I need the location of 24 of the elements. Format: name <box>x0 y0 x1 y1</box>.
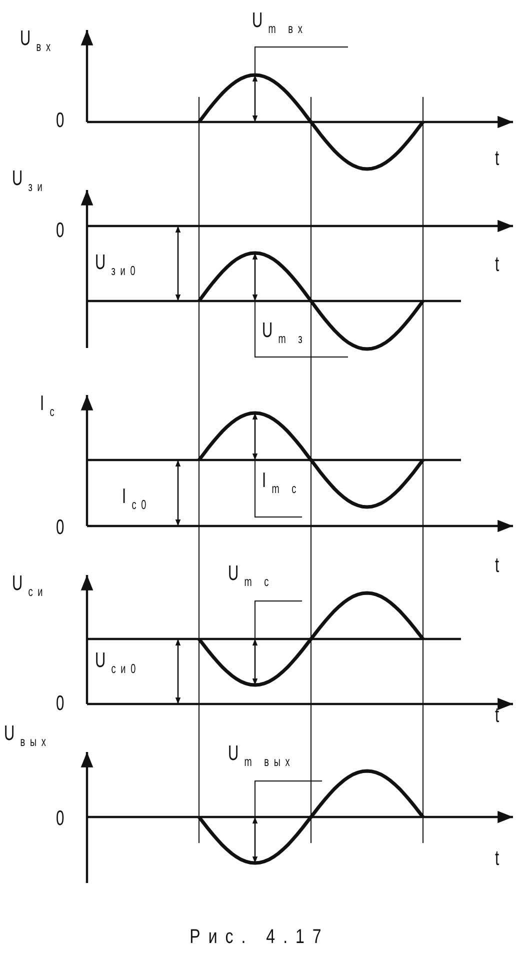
axis-label: I$_{с0}$ <box>122 486 152 507</box>
axis-label: t <box>495 848 500 869</box>
axis-label: t <box>495 555 500 576</box>
axis-label: U$_{вых}$ <box>4 723 51 744</box>
axis-label: 0 <box>56 808 64 829</box>
axis-label: U$_{зи0}$ <box>95 252 140 273</box>
axis-label: U$_{вх}$ <box>20 28 56 49</box>
axis-label: U$_{си}$ <box>12 573 48 594</box>
figure-caption: Рис. 4.17 <box>188 926 330 949</box>
axis-label: 0 <box>56 693 64 714</box>
axis-label: t <box>495 705 500 726</box>
axis-label: 0 <box>56 220 64 241</box>
axis-label: I$_{m с}$ <box>262 470 302 491</box>
axis-label: U$_{m вх}$ <box>252 10 308 31</box>
axis-label: U$_{m з}$ <box>262 320 308 341</box>
axis-label: t <box>495 148 500 169</box>
axis-label: U$_{m с}$ <box>228 563 274 584</box>
axis-label: U$_{си0}$ <box>95 650 141 671</box>
axis-label: U$_{m вых}$ <box>228 743 295 764</box>
axis-label: 0 <box>56 517 64 538</box>
axis-label: t <box>495 254 500 275</box>
axis-label: U$_{зи}$ <box>12 168 48 189</box>
axis-label: 0 <box>56 110 64 131</box>
axis-label: I$_{с}$ <box>40 393 60 414</box>
